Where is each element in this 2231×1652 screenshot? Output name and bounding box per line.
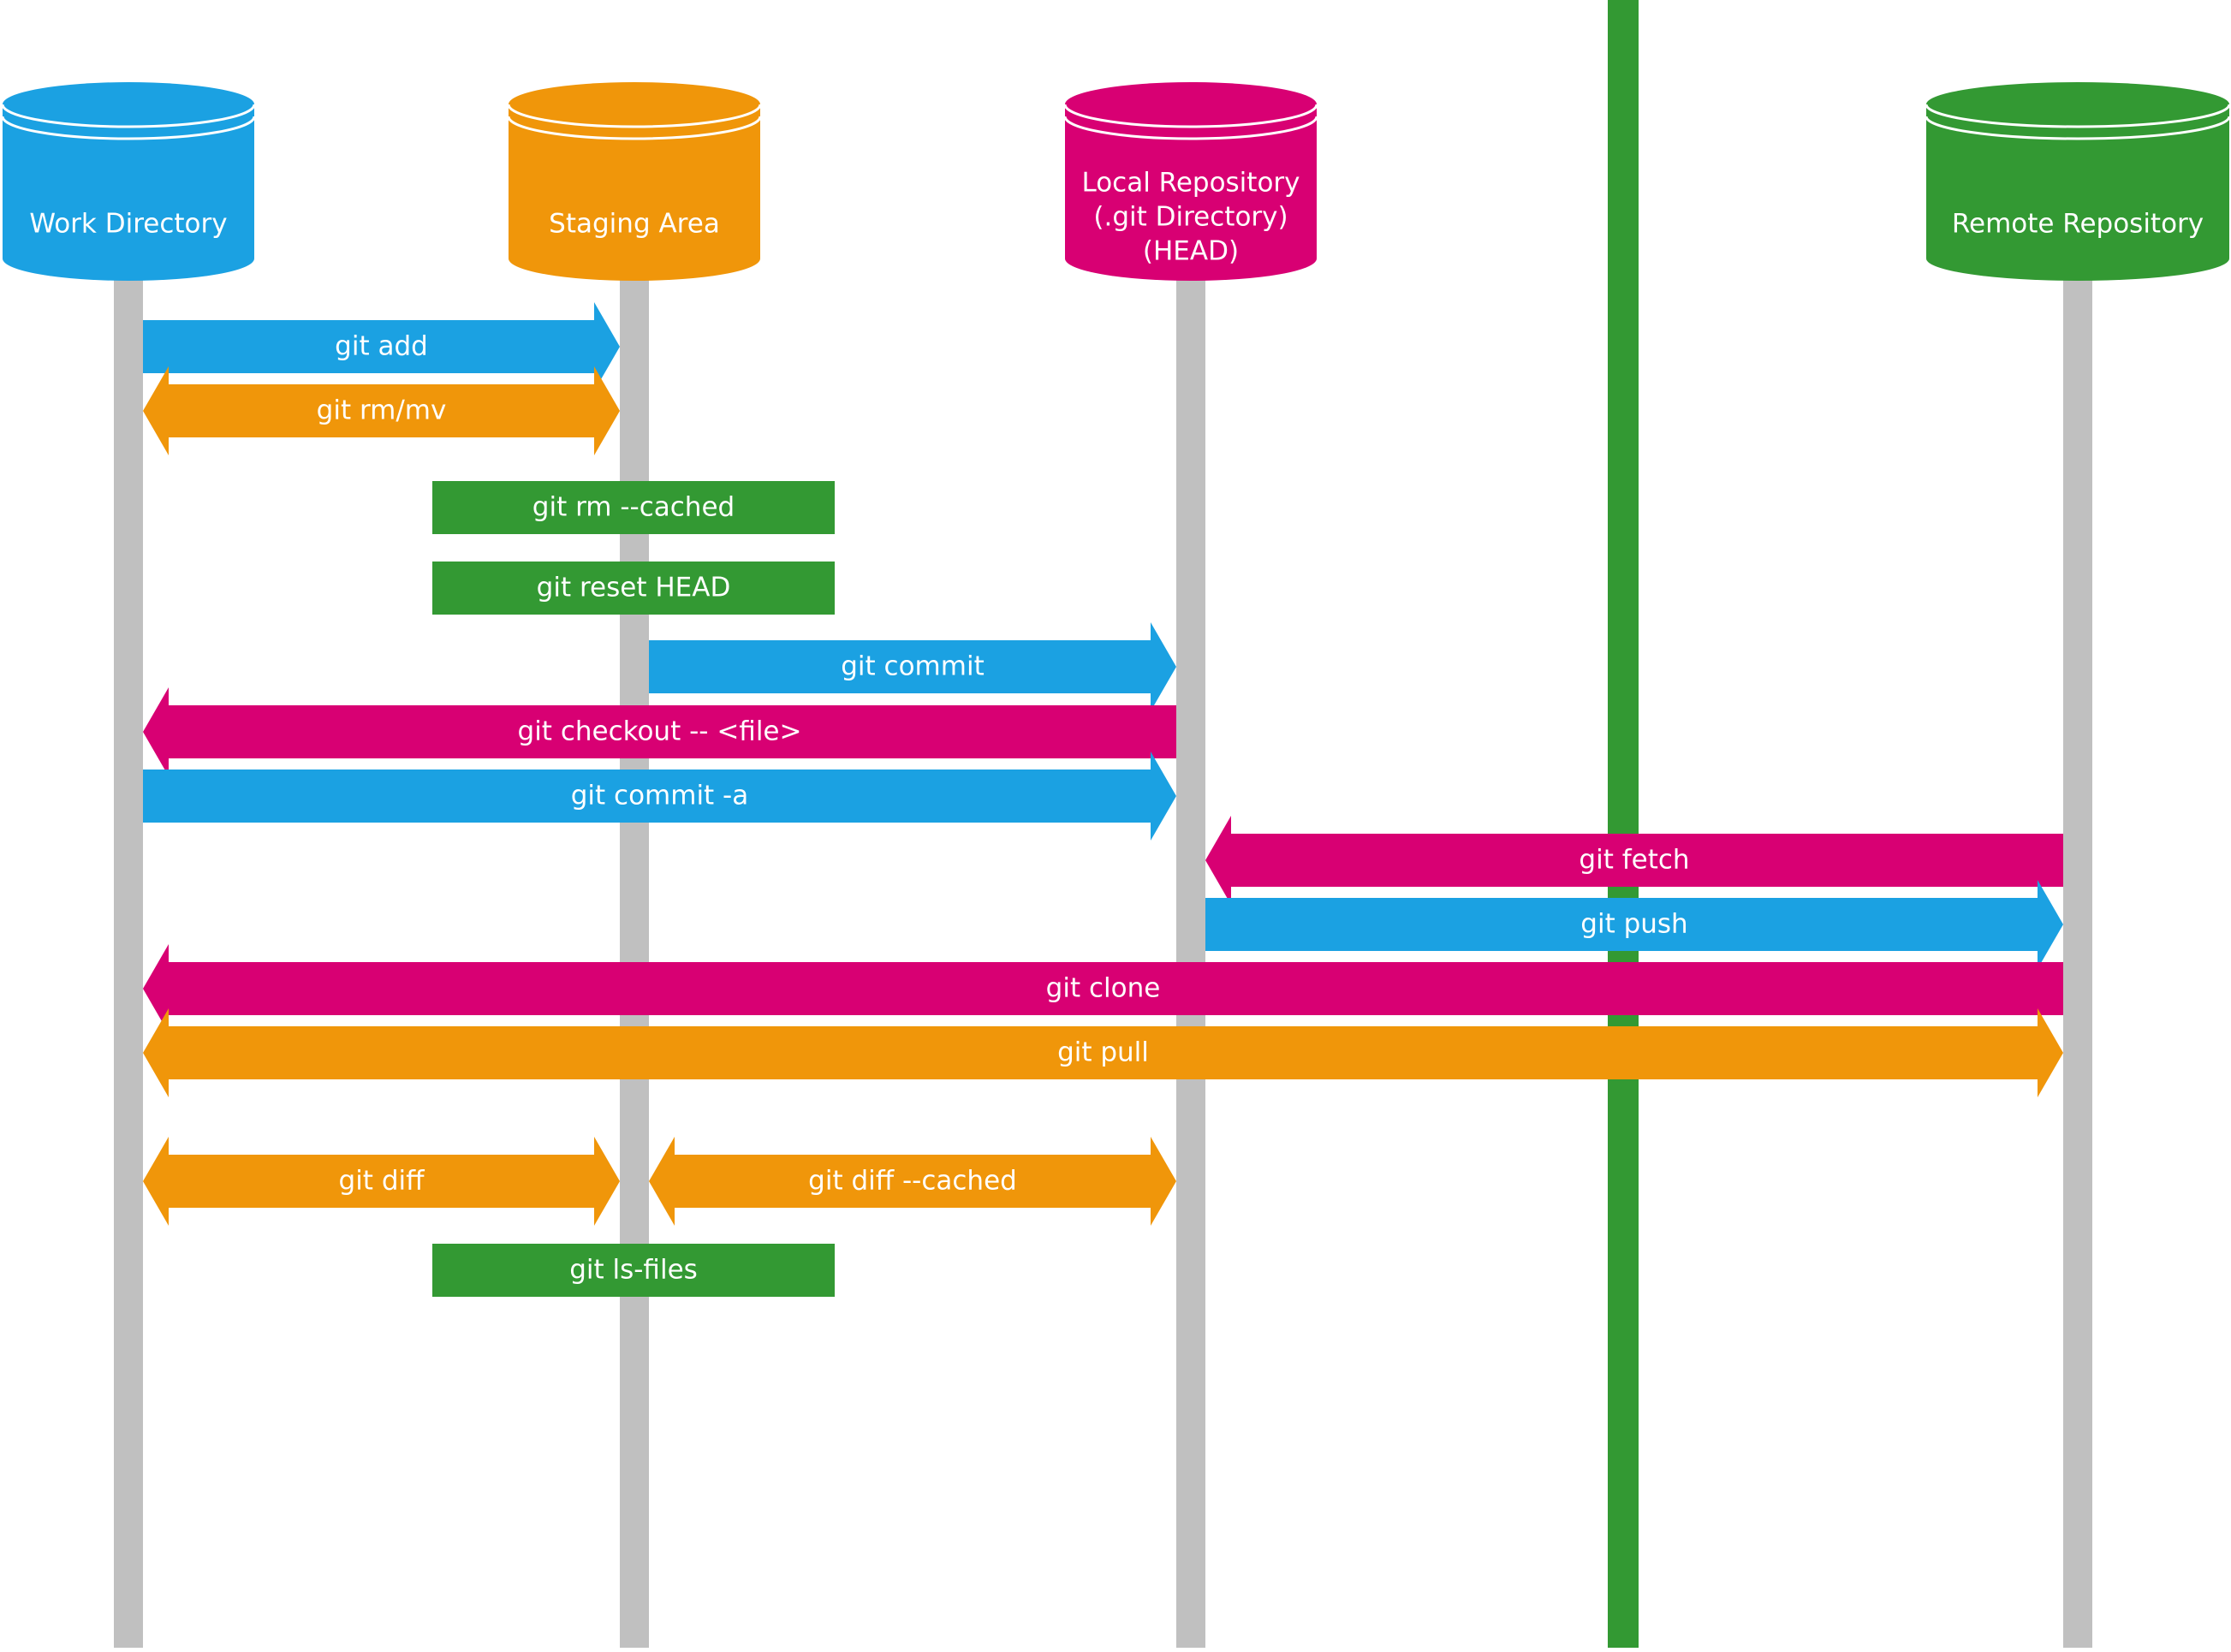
command-git-diff: git diff xyxy=(143,1137,620,1226)
store-remote: Remote Repository xyxy=(1925,82,2231,281)
command-label: git reset HEAD xyxy=(537,573,731,603)
store-top xyxy=(3,82,254,127)
command-git-reset-head: git reset HEAD xyxy=(432,562,835,615)
command-label: git diff --cached xyxy=(808,1166,1017,1197)
store-rim xyxy=(507,104,762,128)
command-git-commit: git commit xyxy=(649,622,1176,711)
command-git-commit-a: git commit -a xyxy=(143,752,1176,841)
command-git-fetch: git fetch xyxy=(1205,816,2063,905)
command-label: git push xyxy=(1580,909,1687,940)
lane-work xyxy=(114,278,143,1648)
command-label: git rm/mv xyxy=(317,395,447,426)
command-box xyxy=(432,481,835,534)
store-body xyxy=(1926,104,2229,281)
command-arrow xyxy=(143,752,1176,841)
command-arrow xyxy=(649,1137,1176,1226)
store-rim xyxy=(507,116,762,140)
command-label: git clone xyxy=(1046,973,1161,1004)
remote-boundary-line xyxy=(1608,0,1639,1648)
command-label: git commit -a xyxy=(571,781,749,811)
command-git-add: git add xyxy=(143,302,620,391)
command-box xyxy=(432,562,835,615)
store-rim xyxy=(1925,104,2231,128)
command-git-ls-files: git ls-files xyxy=(432,1244,835,1297)
command-git-diff-cached: git diff --cached xyxy=(649,1137,1176,1226)
command-label: git add xyxy=(335,331,428,362)
store-label: Staging Area xyxy=(549,209,720,240)
command-git-checkout-file: git checkout -- <file> xyxy=(143,687,1176,776)
store-rim xyxy=(1,104,256,128)
command-git-pull: git pull xyxy=(143,1008,2063,1097)
store-rim xyxy=(1063,104,1318,128)
store-rim xyxy=(1063,116,1318,140)
store-local: Local Repository(.git Directory)(HEAD) xyxy=(1063,82,1318,281)
command-arrow xyxy=(649,622,1176,711)
command-arrow xyxy=(1205,880,2063,969)
commands-layer: git add git rm/mv git rm --cached git reset… xyxy=(143,302,2063,1297)
command-git-rm-cached: git rm --cached xyxy=(432,481,835,534)
store-work: Work Directory xyxy=(1,82,256,281)
store-body xyxy=(509,104,760,281)
store-top xyxy=(1065,82,1317,127)
store-label: Remote Repository xyxy=(1952,209,2204,240)
store-rim xyxy=(1,116,256,140)
command-box xyxy=(432,1244,835,1297)
command-arrow xyxy=(143,1008,2063,1097)
command-git-rm-mv: git rm/mv xyxy=(143,366,620,455)
command-label: git rm --cached xyxy=(532,492,735,523)
command-label: git pull xyxy=(1057,1037,1149,1068)
store-top xyxy=(509,82,760,127)
command-arrow xyxy=(1205,816,2063,905)
command-arrow xyxy=(143,302,620,391)
command-label: git checkout -- <file> xyxy=(518,716,802,747)
store-body xyxy=(1065,104,1317,281)
command-label: git diff xyxy=(339,1166,425,1197)
store-body xyxy=(3,104,254,281)
store-top xyxy=(1926,82,2229,127)
store-label: Work Directory xyxy=(29,209,227,240)
store-staging: Staging Area xyxy=(507,82,762,281)
store-label: (HEAD) xyxy=(1143,236,1239,267)
lane-remote xyxy=(2063,278,2092,1648)
command-git-clone: git clone xyxy=(143,944,2063,1033)
command-arrow xyxy=(143,944,2063,1033)
command-label: git ls-files xyxy=(569,1255,698,1286)
store-rim xyxy=(1925,116,2231,140)
command-arrow xyxy=(143,687,1176,776)
command-label: git commit xyxy=(841,651,984,682)
command-label: git fetch xyxy=(1579,845,1689,876)
command-git-push: git push xyxy=(1205,880,2063,969)
stores-layer: Work Directory Staging Area Local Reposito… xyxy=(1,82,2231,281)
store-label: Local Repository xyxy=(1081,168,1300,199)
command-arrow xyxy=(143,1137,620,1226)
command-arrow xyxy=(143,366,620,455)
store-label: (.git Directory) xyxy=(1093,202,1288,233)
